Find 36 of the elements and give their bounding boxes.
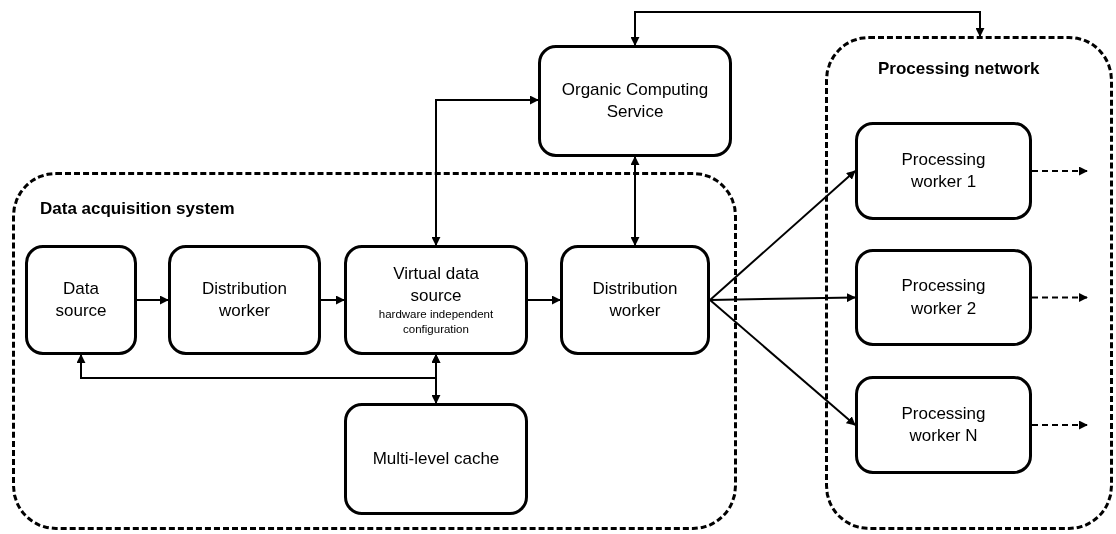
process-box (560, 245, 710, 355)
box-label: Multi-level cache (372, 447, 500, 470)
arrow (136, 295, 169, 305)
dashed-group-frame (825, 36, 1113, 530)
box-label: Organic Computing Service (560, 78, 710, 123)
arrow (709, 170, 856, 301)
process-box (855, 376, 1032, 474)
box-label: Virtual data source (392, 262, 480, 308)
process-box (855, 122, 1032, 220)
box-label: Data source (54, 277, 108, 322)
arrow (630, 156, 640, 246)
dashed-arrow (1031, 420, 1088, 430)
arrow (709, 299, 856, 426)
arrow (527, 295, 561, 305)
arrow (76, 354, 441, 379)
box-label: Processing worker 1 (900, 148, 987, 193)
process-box (855, 249, 1032, 346)
process-box (25, 245, 137, 355)
box-label: Processing worker N (900, 402, 987, 447)
box-label: Distribution worker (200, 277, 288, 322)
box-sublabel: hardware independent configuration (377, 307, 495, 338)
process-box (344, 403, 528, 515)
box-label: Distribution worker (591, 277, 679, 322)
arrow (320, 295, 345, 305)
process-box (538, 45, 732, 157)
arrow (630, 11, 985, 46)
dashed-arrow (1031, 293, 1088, 302)
process-box (168, 245, 321, 355)
box-label: Processing worker 2 (900, 275, 987, 320)
dashed-group-frame (12, 172, 737, 530)
group-title: Data acquisition system (40, 199, 235, 219)
dashed-arrow (1031, 166, 1088, 176)
group-title: Processing network (878, 59, 1040, 79)
process-box (344, 245, 528, 355)
arrow (709, 293, 856, 303)
arrow (431, 95, 539, 246)
